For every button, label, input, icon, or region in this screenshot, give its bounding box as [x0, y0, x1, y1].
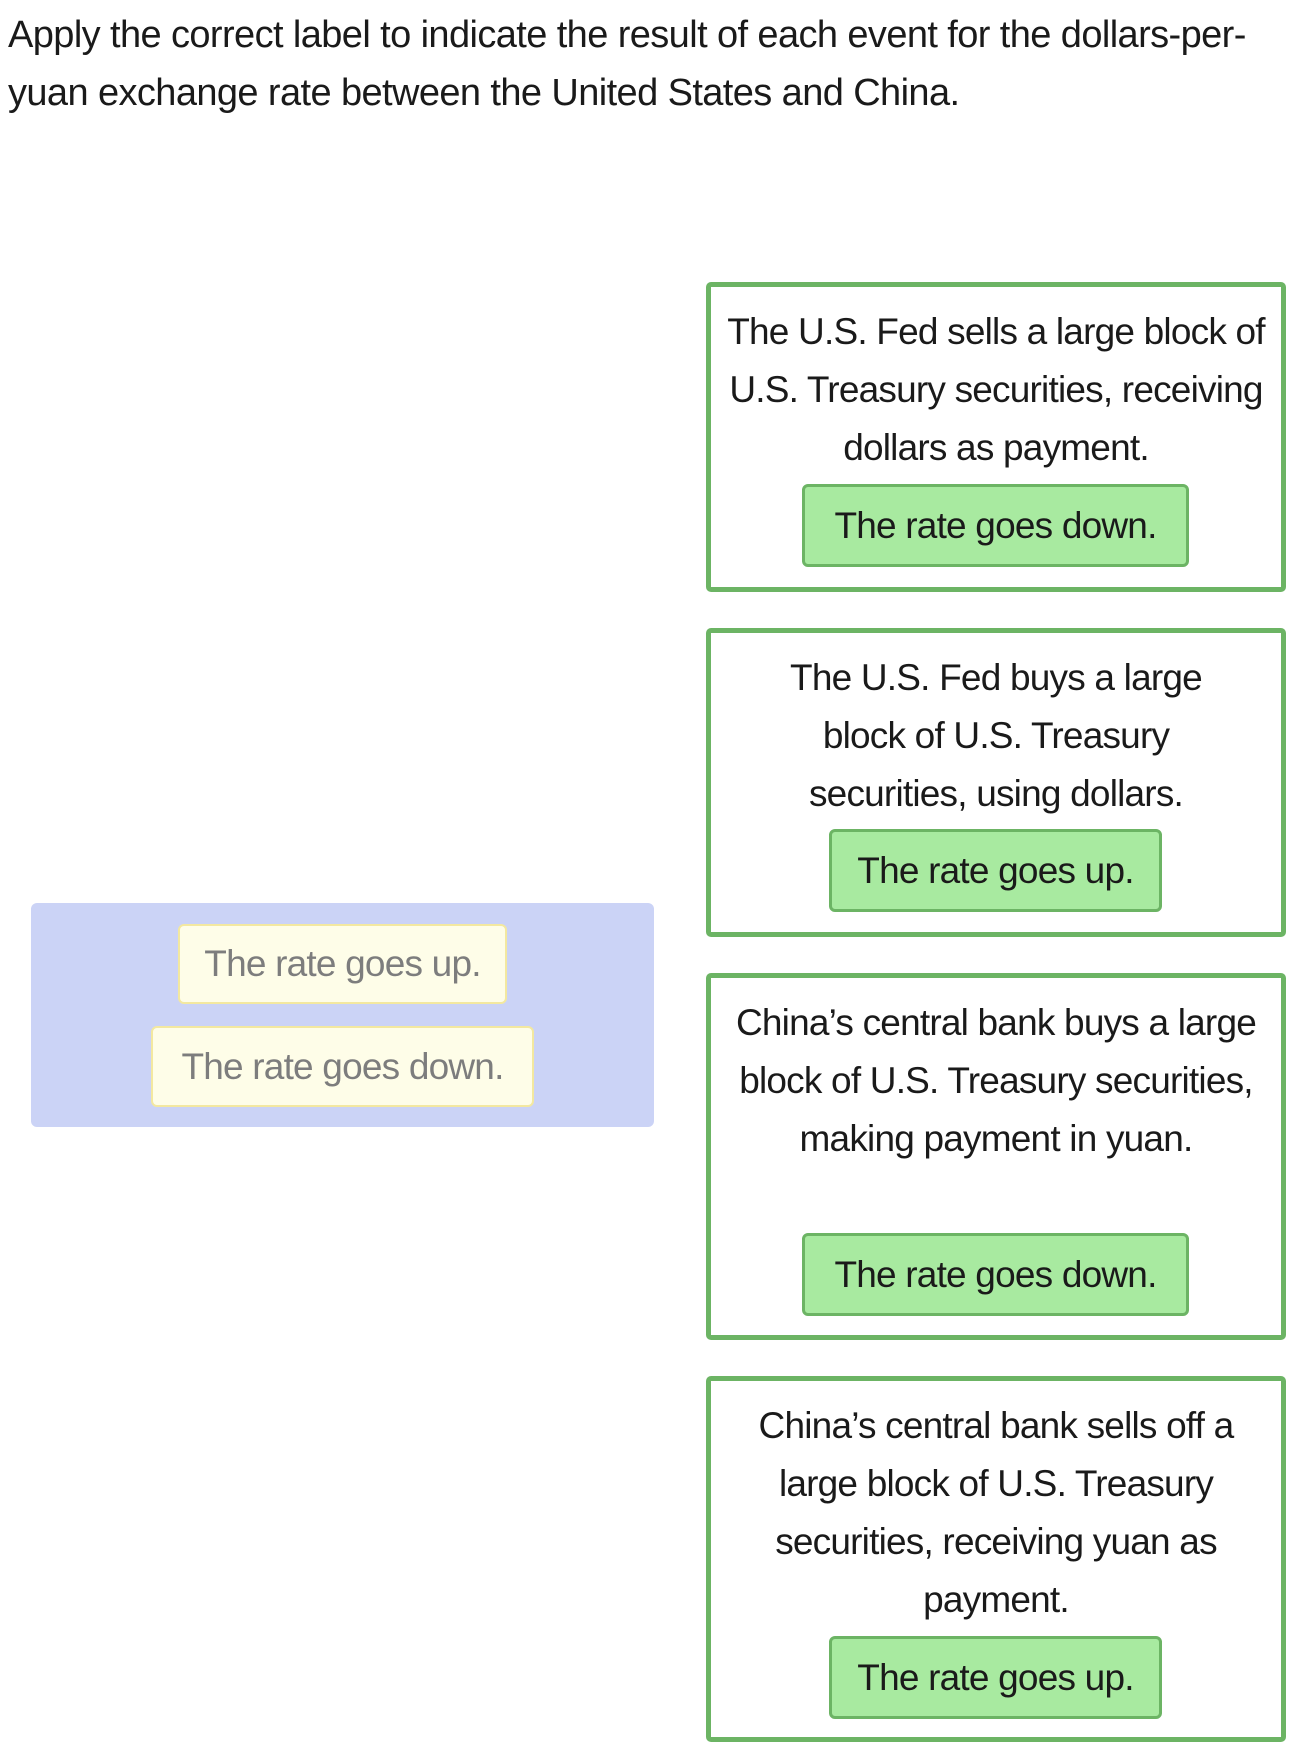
- placed-label-rate-up[interactable]: The rate goes up.: [829, 829, 1162, 912]
- event-text: The U.S. Fed buys a large block of U.S. …: [790, 657, 1203, 814]
- placed-label-rate-down[interactable]: The rate goes down.: [802, 484, 1189, 567]
- event-text: The U.S. Fed sells a large block of U.S.…: [727, 311, 1265, 468]
- event-text: China’s central bank sells off a large b…: [758, 1405, 1235, 1620]
- drop-target-fed-sells[interactable]: The U.S. Fed sells a large block of U.S.…: [706, 282, 1286, 592]
- label-chip-rate-down[interactable]: The rate goes down.: [151, 1026, 534, 1107]
- placed-label-rate-down[interactable]: The rate goes down.: [802, 1233, 1189, 1316]
- question-prompt: Apply the correct label to indicate the …: [8, 14, 1246, 114]
- event-text: China’s central bank buys a large block …: [735, 1002, 1257, 1159]
- label-chip-rate-up[interactable]: The rate goes up.: [178, 924, 507, 1004]
- placed-label-rate-up[interactable]: The rate goes up.: [829, 1636, 1162, 1719]
